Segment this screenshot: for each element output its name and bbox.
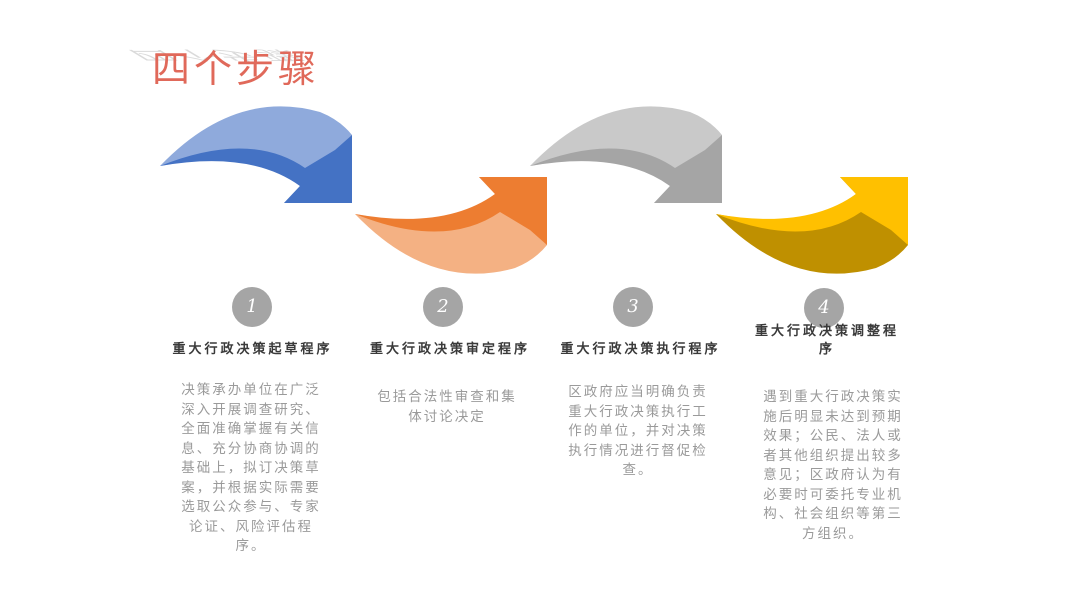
step-2-heading: 重大行政决策审定程序 — [369, 342, 530, 357]
page-title: 四个步骤 — [152, 47, 321, 91]
step-3-number: 3 — [613, 287, 653, 327]
step-3-description: 区政府应当明确负责重大行政决策执行工作的单位，并对决策执行情况进行督促检查。 — [568, 384, 708, 478]
step-2-number: 2 — [423, 287, 463, 327]
arrow-step-2 — [355, 177, 547, 274]
step-4-number: 4 — [804, 288, 844, 328]
step-4-heading: 重大行政决策调整程序 — [754, 324, 899, 357]
step-4-description: 遇到重大行政决策实施后明显未达到预期效果；公民、法人或者其他组织提出较多意见；区… — [763, 389, 903, 542]
arrow-step-4 — [716, 177, 908, 274]
arrow-step-1 — [160, 106, 352, 203]
step-2-description: 包括合法性审查和集体讨论决定 — [377, 389, 517, 425]
arrow-step-3 — [530, 106, 722, 203]
step-1-description: 决策承办单位在广泛深入开展调查研究、全面准确掌握有关信息、充分协商协调的基础上，… — [181, 382, 321, 554]
step-3-heading: 重大行政决策执行程序 — [560, 342, 721, 357]
step-1-number: 1 — [232, 287, 272, 327]
step-1-heading: 重大行政决策起草程序 — [172, 342, 333, 357]
